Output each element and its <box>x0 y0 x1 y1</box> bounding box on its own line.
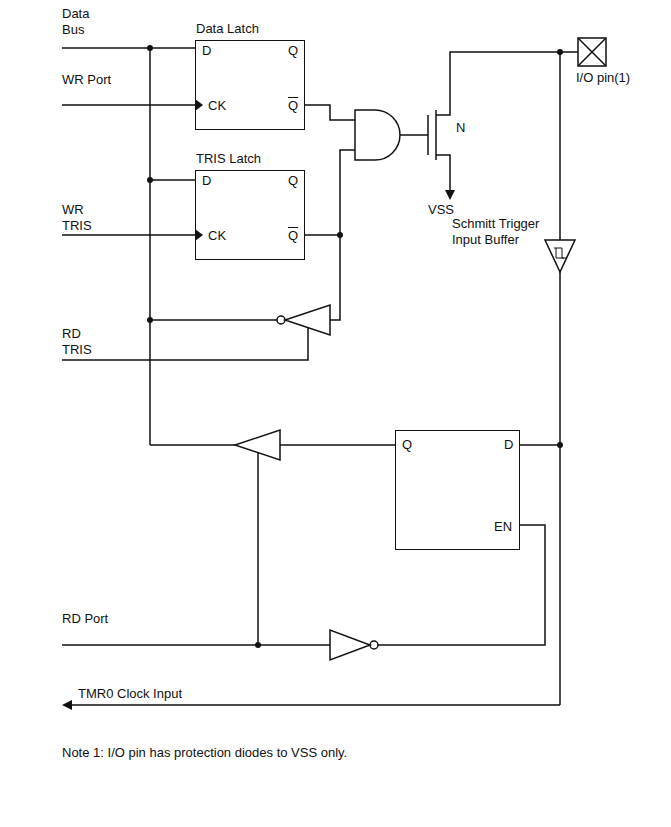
wire <box>559 272 561 705</box>
wire <box>436 52 578 115</box>
latch-title: Data Latch <box>196 21 259 36</box>
pin-name: Q <box>288 98 298 113</box>
signal-name: WR Port <box>62 72 112 88</box>
wire <box>150 444 235 446</box>
buffer-name: Schmitt Trigger Input Buffer <box>452 216 544 248</box>
schmitt-trigger <box>545 240 575 272</box>
junction-dot <box>557 49 563 55</box>
junction-dot <box>255 642 261 648</box>
wire <box>305 105 355 120</box>
junction-dot <box>147 177 153 183</box>
wire <box>400 134 428 136</box>
pin-name: Q <box>402 437 412 452</box>
inverting-bubble <box>370 641 378 649</box>
wire <box>436 155 450 192</box>
pin-name: D <box>202 43 211 58</box>
wire <box>257 452 259 645</box>
clock-mark <box>195 229 203 241</box>
nmos-channel <box>435 110 437 160</box>
signal-name: WR TRIS <box>62 202 112 234</box>
io-pin-cross <box>578 38 606 66</box>
pin-name: EN <box>494 519 512 534</box>
pin-name: I/O pin(1) <box>576 70 630 86</box>
junction-dot <box>147 317 153 323</box>
pin-name: D <box>202 173 211 188</box>
wire <box>305 150 355 235</box>
note: Note 1: I/O pin has protection diodes to… <box>62 745 347 761</box>
wire <box>150 319 277 321</box>
latch-title: TRIS Latch <box>196 151 261 166</box>
clock-mark <box>195 99 203 111</box>
nmos-gate <box>427 115 429 155</box>
vss-arrow <box>445 190 455 200</box>
io-pin <box>578 38 606 66</box>
wire <box>280 444 395 446</box>
junction-dot <box>147 45 153 51</box>
signal-name: TMR0 Clock Input <box>78 686 182 702</box>
transistor-type: N <box>456 120 465 136</box>
junction-dot <box>337 232 343 238</box>
inverter <box>330 630 370 660</box>
wire <box>62 104 195 106</box>
wire <box>62 328 308 360</box>
wire <box>559 52 561 240</box>
wire <box>62 234 195 236</box>
pin-name: CK <box>208 98 226 113</box>
supply-name: VSS <box>428 202 454 218</box>
signal-name: RD Port <box>62 611 112 627</box>
and-gate <box>355 110 400 160</box>
input-latch: Q D EN <box>395 430 520 550</box>
wire <box>62 47 195 49</box>
pin-name: CK <box>208 228 226 243</box>
tris-latch: TRIS LatchDQCKQ <box>195 170 305 260</box>
hysteresis-symbol <box>554 248 566 258</box>
pin-name: Q <box>288 173 298 188</box>
pin-name: Q <box>288 228 298 243</box>
arrowhead <box>62 700 72 710</box>
data-latch: Data LatchDQCKQ <box>195 40 305 130</box>
signal-name: RD TRIS <box>62 326 112 358</box>
wire <box>520 444 560 446</box>
wire <box>150 179 195 181</box>
wire <box>62 644 330 646</box>
wire <box>330 235 340 320</box>
inverting-bubble <box>277 316 285 324</box>
wire <box>70 704 560 706</box>
pin-name: D <box>504 437 513 452</box>
junction-dot <box>557 442 563 448</box>
wire <box>149 48 151 445</box>
signal-name: Data Bus <box>62 6 112 38</box>
pin-name: Q <box>288 43 298 58</box>
